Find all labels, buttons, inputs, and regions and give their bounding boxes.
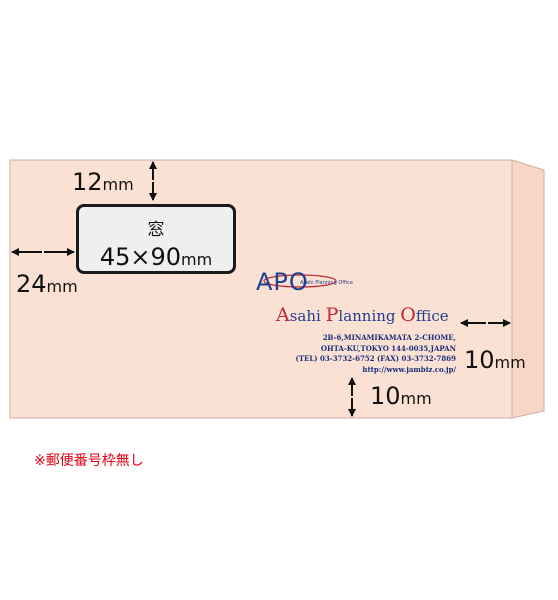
- address-line-3: (TEL) 03-3732-6752 (FAX) 03-3732-7869: [295, 354, 456, 363]
- company-initial-o: O: [400, 304, 416, 326]
- right-margin-label: 10mm: [464, 348, 526, 372]
- no-postal-code-note: ※郵便番号枠無し: [34, 453, 144, 469]
- company-name: Asahi Planning Office: [276, 304, 449, 326]
- envelope-flap: [511, 159, 545, 419]
- logo-swoosh: [263, 274, 337, 288]
- company-word-sahi: sahi: [289, 307, 326, 325]
- top-margin-value: 12: [72, 168, 103, 196]
- left-margin-label: 24mm: [16, 272, 78, 296]
- address-line-2: OHTA-KU,TOKYO 144-0035,JAPAN: [320, 343, 456, 353]
- window-size-value: 45×90: [99, 243, 181, 271]
- bottom-margin-value: 10: [370, 382, 401, 410]
- company-address: 2B-6,MINAMIKAMATA 2-CHOME, OHTA-KU,TOKYO…: [296, 333, 456, 375]
- company-initial-a: A: [276, 304, 290, 326]
- window-size: 45×90mm: [79, 243, 233, 271]
- company-word-ffice: ffice: [415, 307, 449, 325]
- left-margin-unit: mm: [46, 277, 78, 296]
- left-margin-value: 24: [16, 270, 47, 298]
- envelope-body: [9, 159, 513, 419]
- bottom-margin-label: 10mm: [370, 384, 432, 408]
- window-size-unit: mm: [181, 250, 213, 269]
- apo-logo: APO Asahi Planning Office: [256, 268, 353, 296]
- address-line-1: 2B-6,MINAMIKAMATA 2-CHOME,: [322, 333, 456, 342]
- company-initial-p: P: [325, 304, 339, 326]
- company-word-lanning: lanning: [338, 307, 401, 325]
- logo-subtext: Asahi Planning Office: [300, 280, 353, 286]
- bottom-margin-unit: mm: [400, 389, 432, 408]
- right-margin-unit: mm: [494, 353, 526, 372]
- window-title: 窓: [147, 220, 165, 240]
- top-margin-unit: mm: [102, 175, 134, 194]
- address-line-4: http://www.jambiz.co.jp/: [362, 364, 456, 374]
- top-margin-label: 12mm: [72, 170, 134, 194]
- logo-letters: APO: [256, 268, 309, 296]
- address-window: 窓 45×90mm: [76, 204, 236, 274]
- right-margin-value: 10: [464, 346, 495, 374]
